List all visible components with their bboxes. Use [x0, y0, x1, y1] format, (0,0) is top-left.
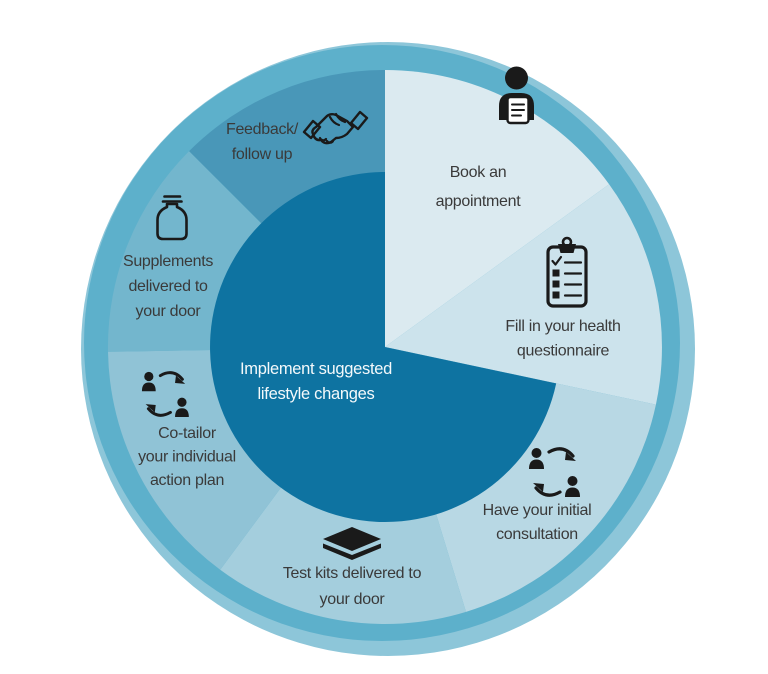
clipboard-checklist-icon [546, 236, 588, 308]
center-circle [210, 172, 557, 522]
svg-text:Co-tailor: Co-tailor [158, 425, 217, 442]
svg-text:your door: your door [136, 303, 202, 320]
label-initial-consultation: Have your initial consultation [483, 502, 592, 543]
svg-text:action plan: action plan [150, 472, 224, 489]
svg-text:delivered to: delivered to [128, 278, 208, 295]
svg-text:follow up: follow up [232, 146, 293, 163]
center-label: Implement suggested lifestyle changes [240, 360, 392, 403]
svg-text:Book an: Book an [450, 164, 507, 181]
wedge-book-an-appointment [385, 70, 610, 347]
svg-text:consultation: consultation [496, 526, 578, 543]
handshake-icon [302, 110, 369, 145]
label-test-kits: Test kits delivered to your door [283, 565, 422, 608]
svg-text:Implement suggested: Implement suggested [240, 360, 392, 378]
svg-text:lifestyle changes: lifestyle changes [258, 385, 375, 403]
label-co-tailor: Co-tailor your individual action plan [138, 425, 236, 489]
person-document-icon [499, 66, 534, 125]
package-box-icon [323, 527, 381, 560]
label-feedback: Feedback/ follow up [226, 121, 299, 163]
label-supplements: Supplements delivered to your door [123, 253, 214, 320]
svg-text:Supplements: Supplements [123, 253, 213, 270]
svg-text:Feedback/: Feedback/ [226, 121, 299, 138]
label-fill-questionnaire: Fill in your health questionnaire [505, 318, 621, 360]
svg-text:your individual: your individual [138, 449, 236, 466]
label-book-appointment: Book an appointment [436, 164, 522, 210]
supplement-jar-icon [156, 195, 188, 241]
svg-text:Test kits delivered to: Test kits delivered to [283, 565, 422, 582]
svg-text:Have your initial: Have your initial [483, 502, 592, 519]
svg-text:your door: your door [320, 591, 386, 608]
svg-text:questionnaire: questionnaire [517, 343, 610, 360]
svg-text:Fill in your health: Fill in your health [505, 318, 620, 335]
svg-text:appointment: appointment [436, 193, 522, 210]
wedge-fill-in-questionnaire [385, 184, 662, 405]
